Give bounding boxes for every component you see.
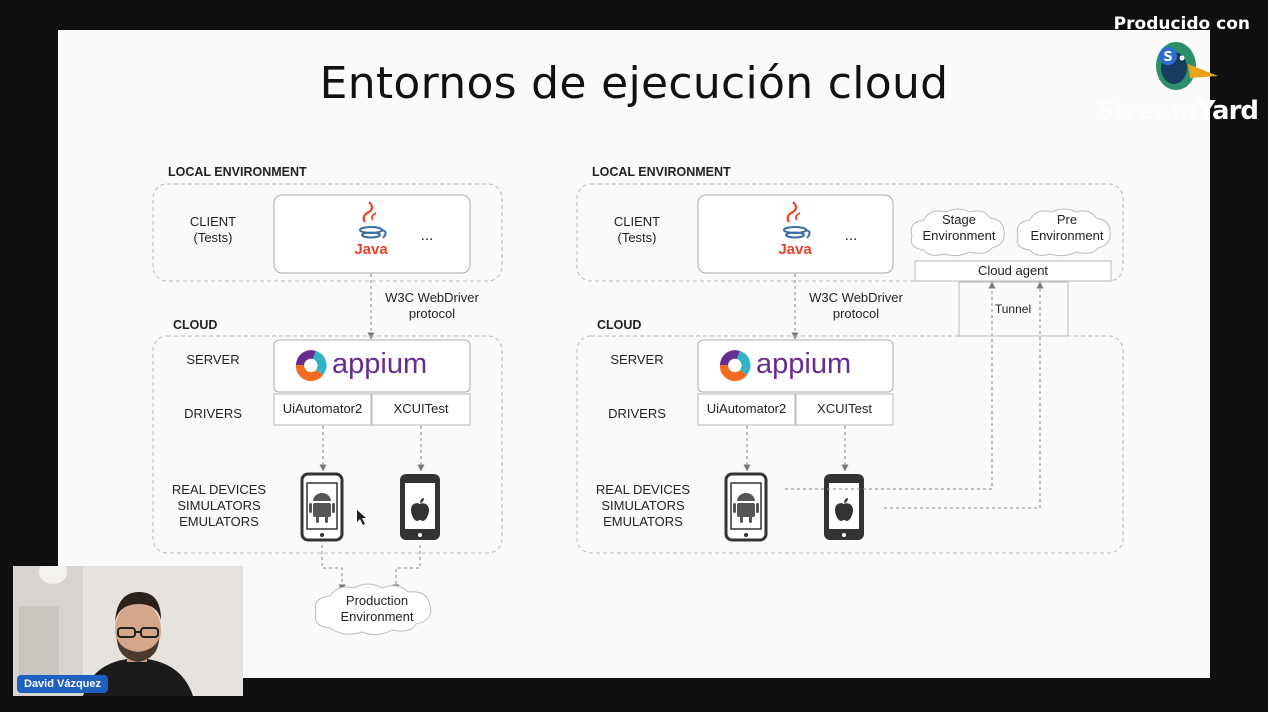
slide-title: Entornos de ejecución cloud: [319, 58, 949, 109]
left-protocol-line1: W3C WebDriver: [385, 290, 479, 305]
mouse-cursor-icon: [357, 510, 366, 525]
presenter-video-frame: [13, 566, 243, 696]
left-appium-box: [273, 339, 471, 393]
cloud-agent-box: [914, 260, 1112, 282]
right-client-label: CLIENT (Tests): [594, 214, 680, 246]
pre-line1: Pre: [1056, 212, 1078, 227]
produced-with-label: Producido con: [1113, 14, 1250, 34]
stage-line1: Stage: [942, 212, 976, 227]
left-ellipsis: ...: [420, 227, 434, 244]
right-appium-box: [697, 339, 894, 393]
right-devices-line2: SIMULATORS: [601, 498, 685, 513]
left-protocol-line2: protocol: [408, 306, 456, 321]
presentation-slide: [58, 30, 1210, 678]
right-client-line1: CLIENT: [613, 214, 661, 229]
left-apple-icon: [400, 474, 440, 540]
left-driver-xcuitest: XCUITest: [393, 401, 449, 416]
presenter-webcam: [13, 566, 243, 696]
left-cloud-label: CLOUD: [173, 318, 218, 332]
right-client-box: [697, 194, 894, 274]
right-android-icon: [724, 472, 768, 542]
right-protocol-line2: protocol: [832, 306, 880, 321]
svg-text:S: S: [1163, 50, 1172, 65]
production-line1: Production: [345, 593, 409, 608]
left-devices-line3: EMULATORS: [179, 514, 259, 529]
left-devices-line1: REAL DEVICES: [171, 482, 267, 497]
right-java-label: Java: [778, 241, 812, 258]
left-android-icon: [300, 472, 344, 542]
right-devices-label: REAL DEVICES SIMULATORS EMULATORS: [584, 482, 702, 530]
streamyard-branding: Producido con: [1114, 14, 1250, 34]
left-server-label: SERVER: [186, 352, 240, 367]
right-ellipsis: ...: [844, 227, 858, 244]
right-appium-label: appium: [756, 348, 852, 380]
stage-env-label: Stage Environment: [914, 212, 1004, 244]
right-driver-uiautomator2: UiAutomator2: [706, 401, 787, 416]
right-client-line2: (Tests): [617, 230, 657, 245]
stage-line2: Environment: [922, 228, 996, 243]
right-protocol-label: W3C WebDriver protocol: [796, 290, 916, 322]
right-protocol-line1: W3C WebDriver: [809, 290, 903, 305]
left-local-env-label: LOCAL ENVIRONMENT: [168, 165, 307, 179]
left-java-label: Java: [354, 241, 388, 258]
left-appium-label: appium: [332, 348, 428, 380]
left-protocol-label: W3C WebDriver protocol: [372, 290, 492, 322]
streamyard-duck-logo-icon: S: [1156, 42, 1218, 90]
pre-env-label: Pre Environment: [1020, 212, 1114, 244]
left-cloud-box: [152, 335, 503, 554]
tunnel-label: Tunnel: [994, 302, 1032, 316]
streamyard-wordmark: StreamYard: [1096, 96, 1259, 126]
left-devices-label: REAL DEVICES SIMULATORS EMULATORS: [160, 482, 278, 530]
stage-cloud-shape: [910, 208, 1005, 257]
presenter-name-tag: David Vázquez: [17, 675, 109, 693]
left-client-line2: (Tests): [193, 230, 233, 245]
cloud-agent-label: Cloud agent: [977, 263, 1049, 278]
left-client-label: CLIENT (Tests): [170, 214, 256, 246]
right-local-env-box: [576, 183, 1124, 282]
production-cloud-shape: [314, 583, 432, 636]
right-server-label: SERVER: [610, 352, 664, 367]
left-client-line1: CLIENT: [189, 214, 237, 229]
production-env-label: Production Environment: [322, 593, 432, 625]
left-devices-line2: SIMULATORS: [177, 498, 261, 513]
pre-cloud-shape: [1016, 208, 1111, 257]
left-driver-uiautomator2: UiAutomator2: [282, 401, 363, 416]
production-line2: Environment: [340, 609, 414, 624]
right-devices-line1: REAL DEVICES: [595, 482, 691, 497]
left-client-box: [273, 194, 471, 274]
right-devices-line3: EMULATORS: [603, 514, 683, 529]
right-cloud-label: CLOUD: [597, 318, 642, 332]
left-drivers-label: DRIVERS: [184, 406, 242, 421]
right-driver-xcuitest: XCUITest: [817, 401, 872, 416]
pre-line2: Environment: [1030, 228, 1104, 243]
wordmark-light: Stream: [1096, 96, 1197, 126]
wordmark-bold: Yard: [1196, 96, 1259, 126]
right-apple-icon: [824, 474, 864, 540]
right-cloud-box: [576, 335, 1124, 554]
right-drivers-label: DRIVERS: [608, 406, 666, 421]
right-local-env-label: LOCAL ENVIRONMENT: [592, 165, 731, 179]
